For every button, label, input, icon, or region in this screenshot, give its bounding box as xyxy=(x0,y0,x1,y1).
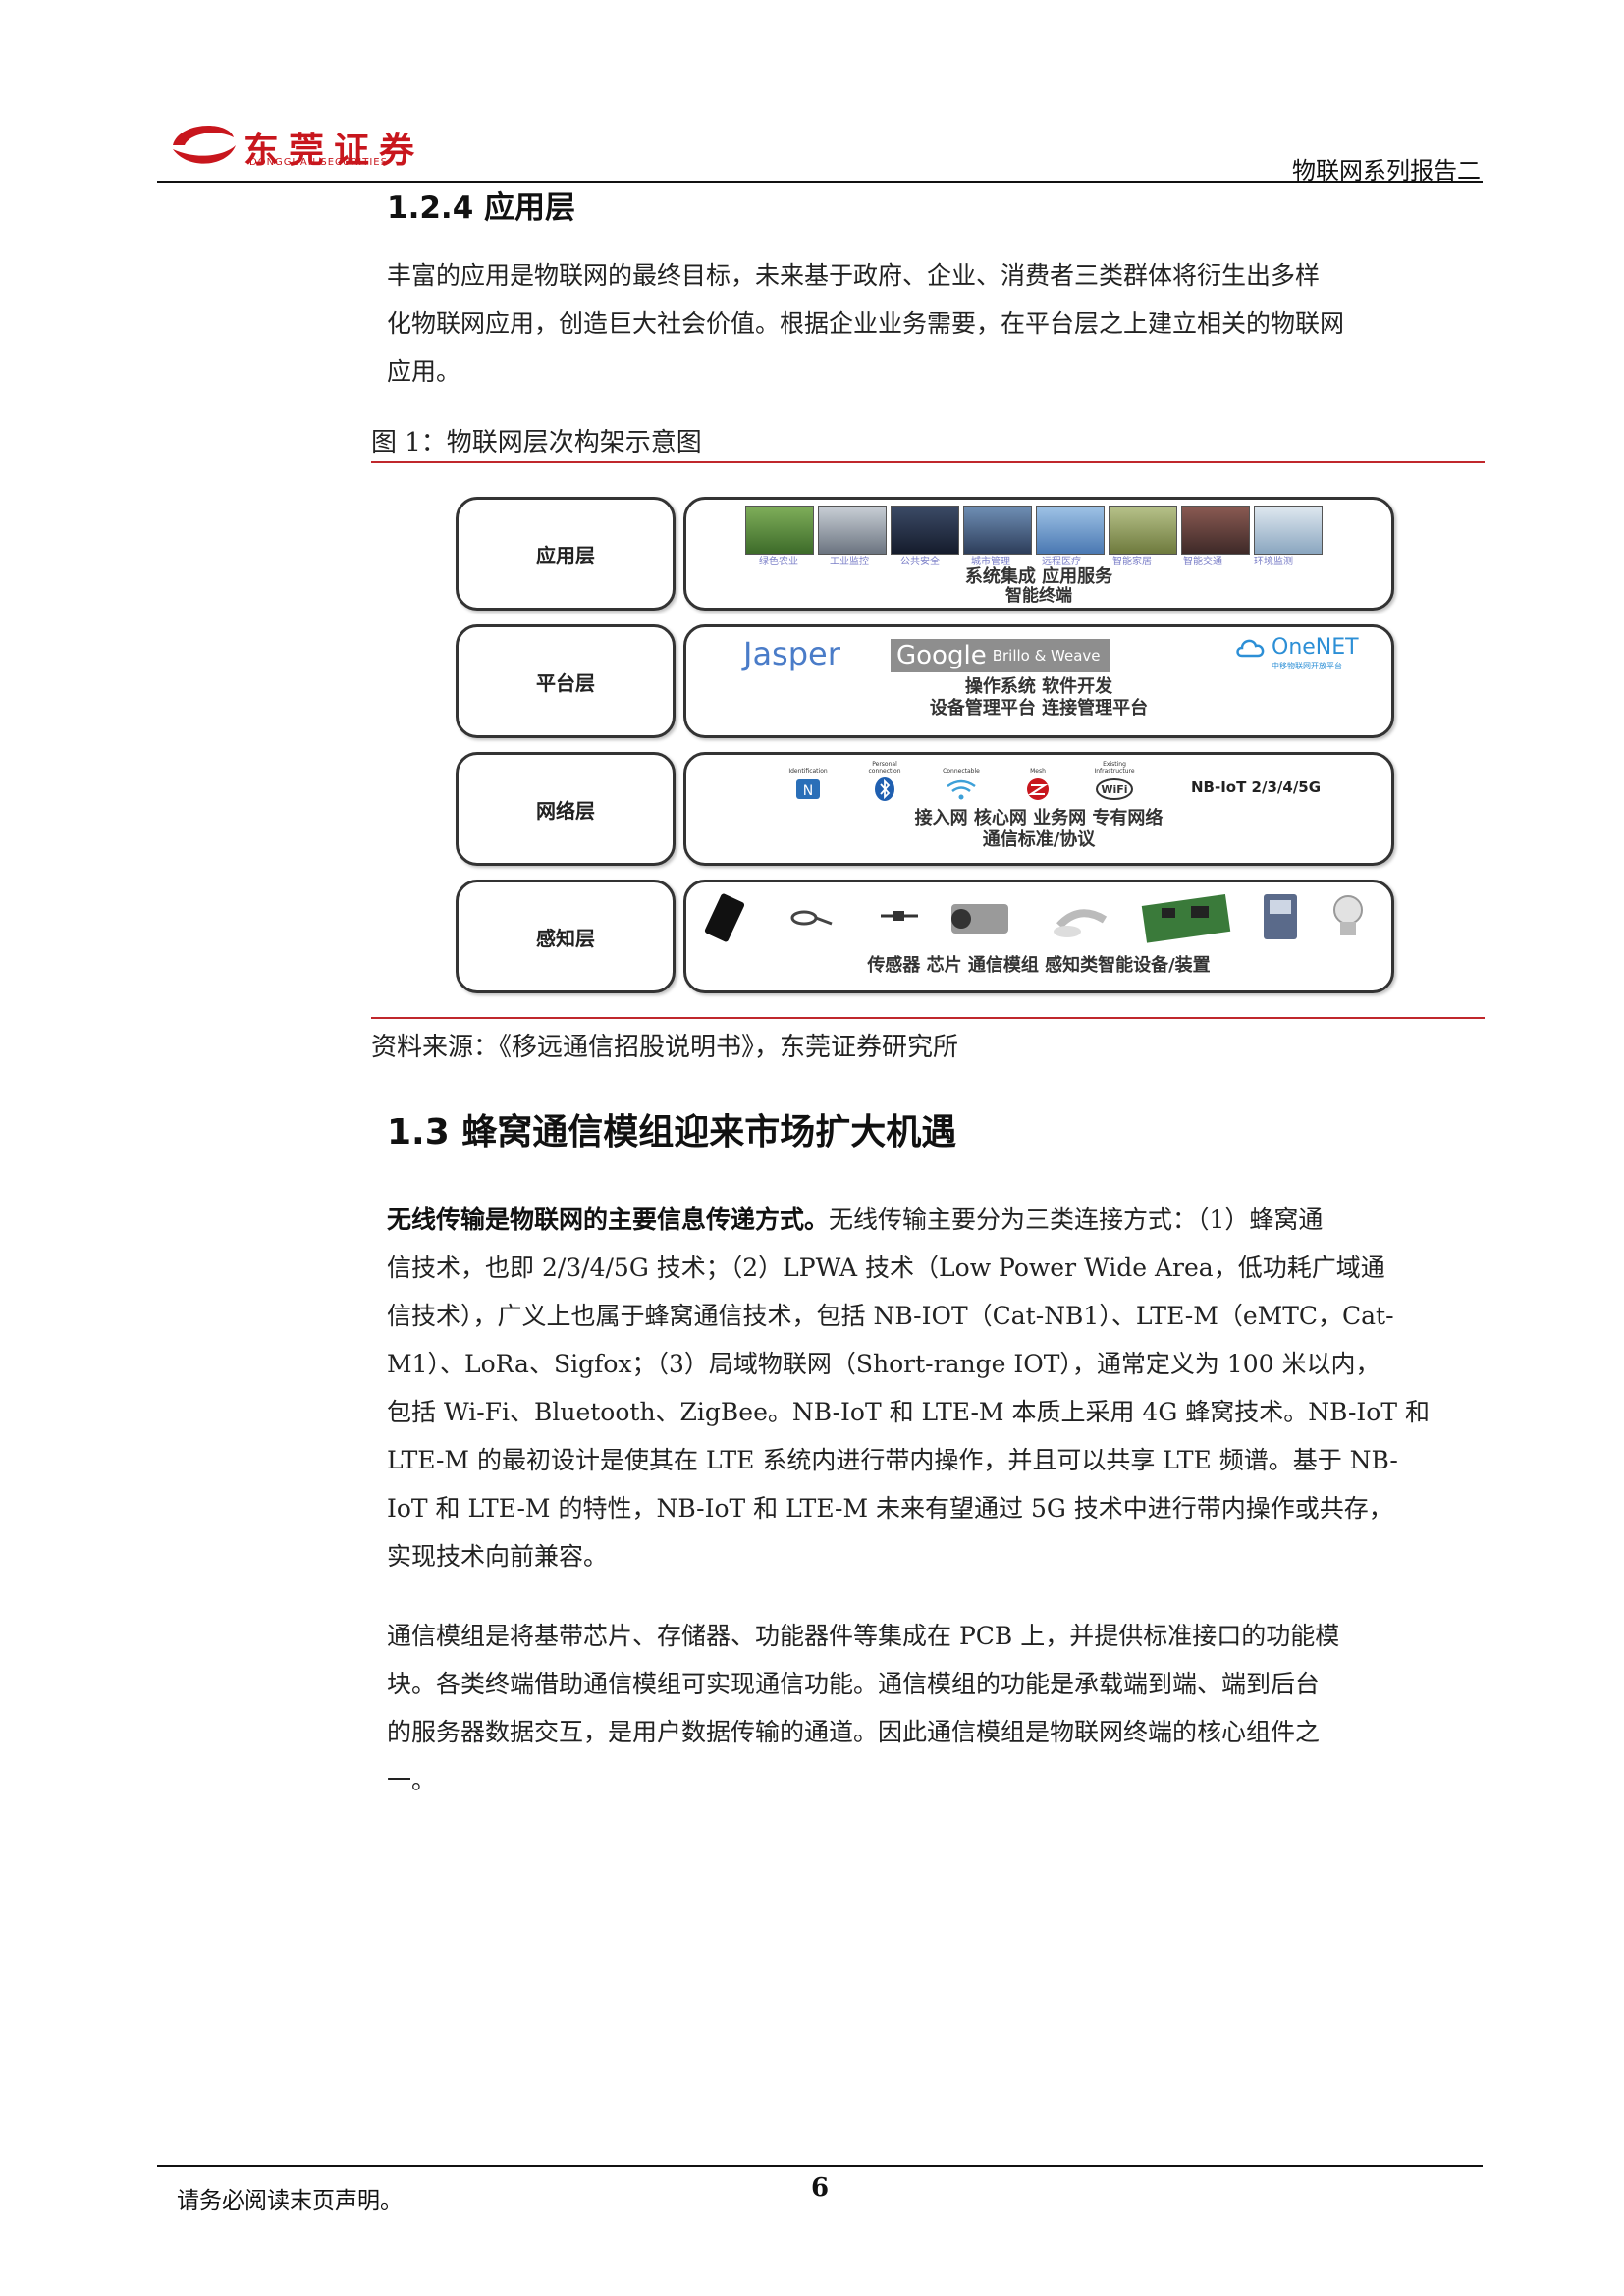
layer-box-application: 绿色农业 工业监控 公共安全 城市管理 远程医疗 智能家居 智能交通 环境监测 … xyxy=(683,497,1394,611)
application-thumbnail-captions: 绿色农业 工业监控 公共安全 城市管理 远程医疗 智能家居 智能交通 环境监测 xyxy=(745,553,1307,567)
layer-text-line: 系统集成 应用服务 xyxy=(964,566,1113,587)
wifi-logo-icon: Existing Infrastructure WiFi xyxy=(1085,761,1144,802)
layer-text-line: 智能终端 xyxy=(1005,586,1072,606)
onenet-text: OneNET xyxy=(1272,635,1359,660)
layer-box-network: Identification N Personal connection Con… xyxy=(683,752,1394,866)
paragraph-line: 块。各类终端借助通信模组可实现通信功能。通信模组的功能是承载端到端、端到后台 xyxy=(387,1670,1321,1698)
google-brillo-logo: Google Brillo & Weave xyxy=(891,639,1110,672)
thumb-caption: 城市管理 xyxy=(971,557,1010,567)
layer-label-perception: 感知层 xyxy=(456,880,676,993)
chip-icon xyxy=(881,911,918,921)
sensor-probe-icon xyxy=(1054,909,1108,937)
cloud-icon xyxy=(1236,639,1265,657)
section-1-3-paragraph-2: 通信模组是将基带芯片、存储器、功能器件等集成在 PCB 上，并提供标准接口的功能… xyxy=(387,1612,1483,1804)
thumb-industrial xyxy=(818,506,887,555)
nfc-icon: Identification N xyxy=(779,768,838,802)
thumb-environment xyxy=(1254,506,1323,555)
thumb-caption: 工业监控 xyxy=(830,557,869,567)
header-divider xyxy=(157,181,1483,183)
onenet-logo: OneNET xyxy=(1234,635,1359,660)
thumb-smart-home xyxy=(1109,506,1177,555)
layer-text-line: 接入网 核心网 业务网 专有网络 xyxy=(914,808,1164,828)
figure-top-rule xyxy=(371,461,1485,463)
layer-label-application: 应用层 xyxy=(456,497,676,611)
thumb-traffic xyxy=(1181,506,1250,555)
network-icons: Identification N Personal connection Con… xyxy=(779,761,1144,802)
thumb-city xyxy=(963,506,1032,555)
net-icon-caption: Mesh xyxy=(1030,768,1046,774)
page-number: 6 xyxy=(811,2173,830,2203)
paragraph-line: 的服务器数据交互，是用户数据传输的通道。因此通信模组是物联网终端的核心组件之 xyxy=(387,1718,1321,1746)
layer-text-line: 通信标准/协议 xyxy=(982,829,1096,850)
layer-label-network: 网络层 xyxy=(456,752,676,866)
paragraph-line: 通信模组是将基带芯片、存储器、功能器件等集成在 PCB 上，并提供标准接口的功能… xyxy=(387,1622,1340,1650)
section-1-2-4-paragraph: 丰富的应用是物联网的最终目标，未来基于政府、企业、消费者三类群体将衍生出多样 化… xyxy=(387,251,1483,396)
thumb-caption: 远程医疗 xyxy=(1042,557,1081,567)
section-1-2-4-title: 1.2.4 应用层 xyxy=(387,190,576,226)
net-icon-caption: Personal connection xyxy=(868,761,901,774)
paragraph-line: IoT 和 LTE-M 的特性，NB-IoT 和 LTE-M 未来有望通过 5G… xyxy=(387,1494,1393,1522)
footer-disclaimer: 请务必阅读末页声明。 xyxy=(177,2188,403,2214)
thumb-medical xyxy=(1036,506,1105,555)
paragraph-line: 包括 Wi-Fi、Bluetooth、ZigBee。NB-IoT 和 LTE-M… xyxy=(387,1398,1430,1426)
paragraph-line: LTE-M 的最初设计是使其在 LTE 系统内进行带内操作，并且可以共享 LTE… xyxy=(387,1446,1398,1474)
google-text: Google xyxy=(896,641,987,670)
layer-text-line: 设备管理平台 连接管理平台 xyxy=(929,698,1149,719)
figure-caption: 图 1：物联网层次构架示意图 xyxy=(371,428,702,457)
paragraph-line: 无线传输是物联网的主要信息传递方式。无线传输主要分为三类连接方式：（1）蜂窝通 xyxy=(387,1196,1483,1244)
paragraph-line: 实现技术向前兼容。 xyxy=(387,1542,609,1571)
thumb-security xyxy=(891,506,959,555)
paragraph-line: 一。 xyxy=(387,1766,437,1794)
net-icon-caption: Identification xyxy=(788,768,828,774)
layer-text-line: 传感器 芯片 通信模组 感知类智能设备/装置 xyxy=(867,955,1211,976)
net-icon-caption: Existing Infrastructure xyxy=(1094,761,1135,774)
report-series-title: 物联网系列报告二 xyxy=(1292,157,1481,185)
paragraph-line: M1）、LoRa、Sigfox；（3）局域物联网（Short-range IOT… xyxy=(387,1350,1380,1378)
thumb-caption: 智能家居 xyxy=(1112,557,1152,567)
footer-divider xyxy=(157,2165,1483,2167)
paragraph-line: 丰富的应用是物联网的最终目标，未来基于政府、企业、消费者三类群体将衍生出多样 xyxy=(387,261,1321,290)
smart-meter-icon xyxy=(1264,894,1297,939)
figure-bottom-rule xyxy=(371,1017,1485,1019)
layer-box-perception: 传感器 芯片 通信模组 感知类智能设备/装置 xyxy=(683,880,1394,993)
wifi-signal-icon: Connectable xyxy=(932,768,991,802)
layer-text-line: 操作系统 软件开发 xyxy=(964,676,1113,697)
smart-bulb-icon xyxy=(1333,895,1363,935)
paragraph-line: 信技术，也即 2/3/4/5G 技术；（2）LPWA 技术（Low Power … xyxy=(387,1254,1385,1282)
figure-source: 资料来源：《移远通信招股说明书》，东莞证券研究所 xyxy=(371,1033,959,1062)
zigbee-icon: Mesh xyxy=(1008,768,1067,802)
sensor-device-icon xyxy=(704,893,745,942)
jasper-logo: Jasper xyxy=(743,635,840,672)
brillo-weave-text: Brillo & Weave xyxy=(992,647,1101,665)
thumb-agriculture xyxy=(745,506,814,555)
layer-box-platform: Jasper Google Brillo & Weave OneNET 中移物联… xyxy=(683,624,1394,738)
bluetooth-icon: Personal connection xyxy=(855,761,914,802)
net-icon-caption: Connectable xyxy=(943,768,980,774)
pcb-board-icon xyxy=(1141,894,1231,943)
svg-text:WiFi: WiFi xyxy=(1101,783,1127,796)
layer-label-platform: 平台层 xyxy=(456,624,676,738)
section-1-3-paragraph-1: 无线传输是物联网的主要信息传递方式。无线传输主要分为三类连接方式：（1）蜂窝通 … xyxy=(387,1196,1483,1580)
cable-sensor-icon xyxy=(790,910,833,926)
section-1-3-title: 1.3 蜂窝通信模组迎来市场扩大机遇 xyxy=(387,1112,957,1152)
onenet-subtitle: 中移物联网开放平台 xyxy=(1272,662,1342,670)
paragraph-line: 信技术），广义上也属于蜂窝通信技术，包括 NB-IOT（Cat-NB1）、LTE… xyxy=(387,1302,1394,1330)
thumb-caption: 绿色农业 xyxy=(759,557,798,567)
application-thumbnails xyxy=(745,506,1323,555)
perception-devices xyxy=(704,893,1363,943)
paragraph-line: 化物联网应用，创造巨大社会价值。根据企业业务需要，在平台层之上建立相关的物联网 xyxy=(387,309,1345,338)
nbiot-label: NB-IoT 2/3/4/5G xyxy=(1191,778,1322,796)
thumb-caption: 环境监测 xyxy=(1254,557,1293,567)
thumb-caption: 公共安全 xyxy=(900,557,940,567)
thumb-caption: 智能交通 xyxy=(1183,557,1222,567)
svg-text:N: N xyxy=(803,783,813,799)
brand-name-en: DONGGUAN SECURITIES xyxy=(249,157,388,168)
dongguan-securities-logo xyxy=(173,126,236,164)
paragraph-line: 应用。 xyxy=(387,357,461,386)
paragraph-lead-bold: 无线传输是物联网的主要信息传递方式。 xyxy=(387,1205,830,1234)
brand-name-cn: 东莞证券 xyxy=(244,131,425,171)
camera-module-icon xyxy=(951,904,1008,934)
paragraph-lead-rest: 无线传输主要分为三类连接方式：（1）蜂窝通 xyxy=(829,1205,1324,1234)
iot-architecture-figure: 应用层 绿色农业 工业监控 公共安全 城市管理 远程医疗 智能家居 智能交通 环… xyxy=(454,493,1396,993)
